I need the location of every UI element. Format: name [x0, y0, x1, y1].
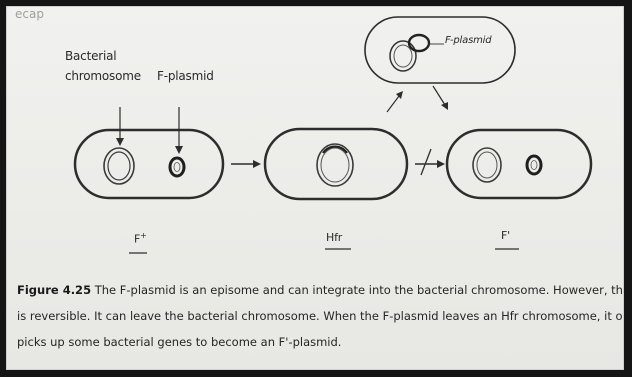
figure-caption: Figure 4.25 The F-plasmid is an episome … — [17, 277, 624, 355]
f-plus-label: F+ — [134, 231, 147, 246]
caption-line-1: Figure 4.25 The F-plasmid is an episome … — [17, 283, 623, 297]
hfr-cell — [263, 127, 409, 201]
bacterial-chromosome — [103, 147, 135, 185]
bleed-through-text: ecap — [15, 7, 44, 21]
f-plasmid-bubble — [364, 16, 516, 84]
f-prime-cell — [445, 128, 593, 200]
f-prime-label: F' — [501, 229, 510, 242]
caption-line-2: is reversible. It can leave the bacteria… — [17, 309, 624, 323]
f-plasmid-bubble-label: F-plasmid — [445, 35, 492, 46]
bacterial-chromosome-label-line1: Bacterial — [65, 49, 117, 63]
figure-number: Figure 4.25 — [17, 283, 92, 297]
f-plasmid-label: F-plasmid — [157, 69, 214, 83]
bacterial-chromosome-label-line2: chromosome — [65, 69, 141, 83]
hfr-label: Hfr — [326, 231, 343, 244]
textbook-page: ecap — [6, 6, 624, 370]
f-plasmid-diagram — [73, 16, 593, 254]
f-plasmid-ring — [168, 156, 186, 178]
f-plus-cell — [73, 128, 225, 200]
hfr-chromosome — [316, 143, 354, 187]
caption-line-3: picks up some bacterial genes to become … — [17, 335, 342, 349]
